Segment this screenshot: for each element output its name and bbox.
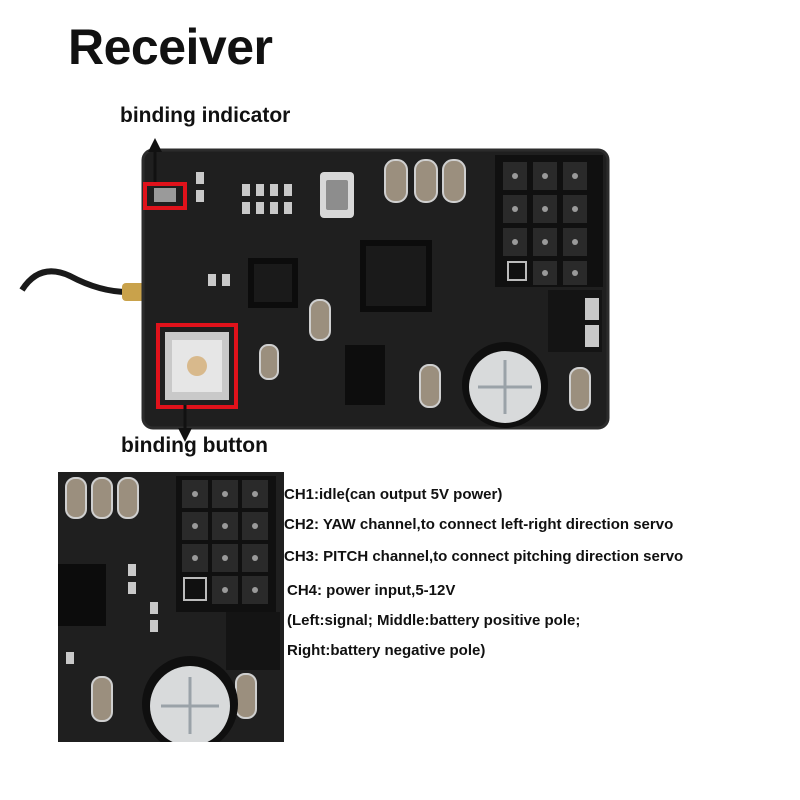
channel-2-description: CH2: YAW channel,to connect left-right d…	[284, 516, 674, 533]
chip-small	[248, 258, 298, 308]
binding-indicator-label: binding indicator	[120, 104, 291, 127]
channel-1-description: CH1:idle(can output 5V power)	[284, 486, 503, 503]
closeup-pin-header-icon	[176, 476, 276, 612]
channel-4-pinout-line-2: Right:battery negative pole)	[287, 642, 486, 659]
binding-button-highlight	[156, 323, 238, 409]
receiver-board-photo	[19, 138, 610, 442]
pin-header-icon	[495, 155, 603, 287]
arrow-down-icon	[178, 428, 192, 442]
capacitor-icon	[462, 342, 548, 428]
arrow-up-icon	[148, 138, 162, 152]
binding-button-label: binding button	[121, 434, 268, 457]
channel-3-description: CH3: PITCH channel,to connect pitching d…	[284, 548, 684, 565]
antenna-cable-icon	[19, 268, 129, 295]
channel-4-pinout-line-1: (Left:signal; Middle:battery positive po…	[287, 612, 581, 629]
led-indicator	[154, 188, 176, 202]
receiver-closeup-photo	[58, 472, 284, 742]
channel-4-description: CH4: power input,5-12V	[287, 582, 456, 599]
binding-indicator-highlight	[143, 182, 187, 210]
chip-large	[360, 240, 432, 312]
page-title: Receiver	[68, 19, 273, 75]
closeup-capacitor-icon	[142, 656, 238, 742]
push-button-icon	[165, 332, 229, 400]
